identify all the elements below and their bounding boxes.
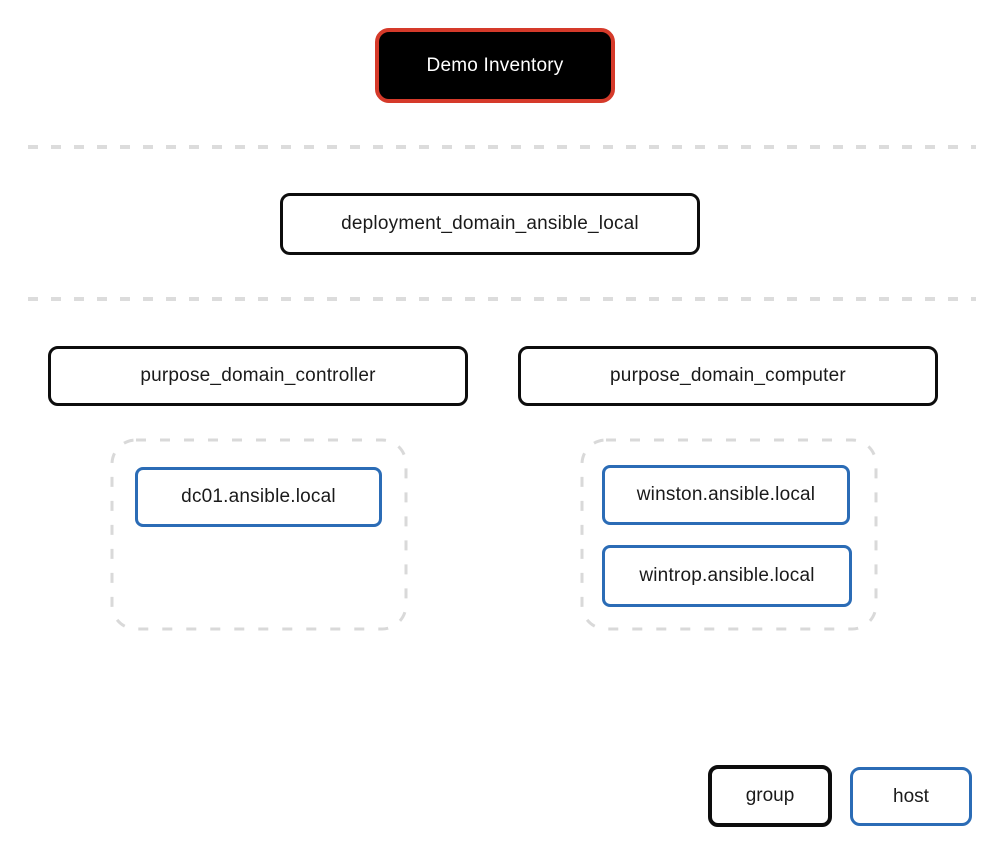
- group-node-deployment-domain: deployment_domain_ansible_local: [280, 193, 700, 255]
- level-divider-bottom: [28, 297, 976, 301]
- legend-group-key: group: [708, 765, 832, 827]
- group-node-purpose-domain-computer: purpose_domain_computer: [518, 346, 938, 406]
- group-node-purpose-domain-controller: purpose_domain_controller: [48, 346, 468, 406]
- dashed-container-border: [580, 438, 878, 631]
- legend-host-key: host: [850, 767, 972, 826]
- host-container-controller: dc01.ansible.local: [110, 438, 408, 631]
- dashed-container-border: [110, 438, 408, 631]
- host-node-dc01: dc01.ansible.local: [135, 467, 382, 527]
- host-node-wintrop: wintrop.ansible.local: [602, 545, 852, 607]
- host-container-computer: winston.ansible.local wintrop.ansible.lo…: [580, 438, 878, 631]
- inventory-root-node: Demo Inventory: [375, 28, 615, 103]
- host-node-winston: winston.ansible.local: [602, 465, 850, 525]
- level-divider-top: [28, 145, 976, 149]
